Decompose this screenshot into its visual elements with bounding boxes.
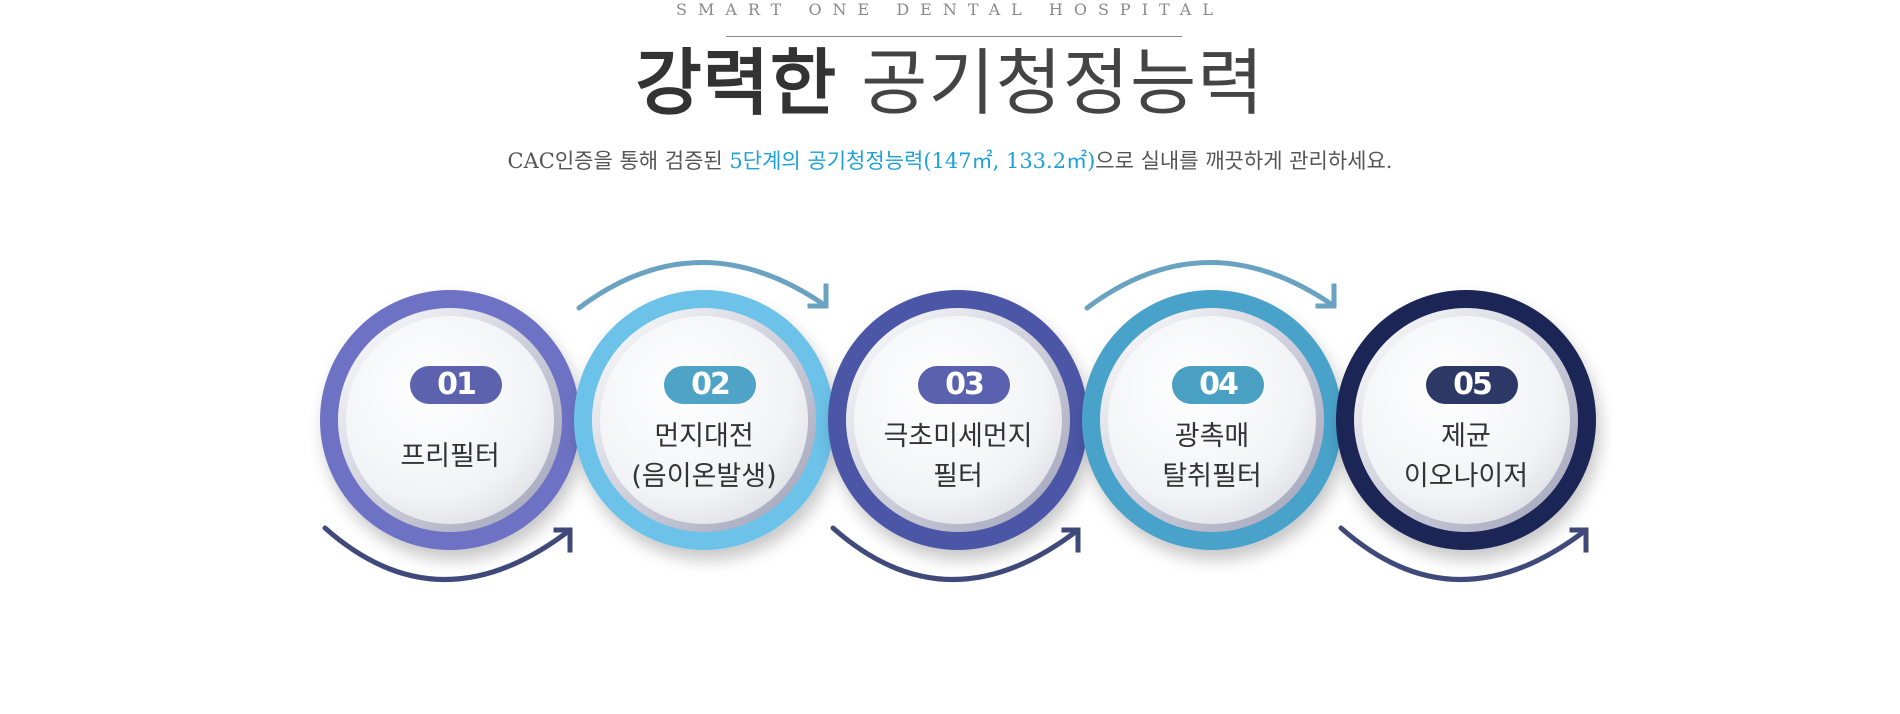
page-title: 강력한 공기청정능력 bbox=[0, 38, 1900, 128]
top-arrow-4 bbox=[1084, 260, 1337, 311]
bottom-arrow-5-head bbox=[1569, 527, 1589, 553]
subtitle-suffix: 으로 실내를 깨끗하게 관리하세요. bbox=[1095, 149, 1393, 173]
step-3-ring bbox=[828, 290, 1088, 550]
bottom-arrow-1-head bbox=[553, 527, 573, 553]
step-4: 04 광촉매 탈취필터 bbox=[1082, 290, 1342, 550]
top-arrow-2 bbox=[576, 260, 829, 311]
step-1-badge: 01 bbox=[410, 366, 502, 404]
step-1-ring bbox=[320, 290, 580, 550]
bottom-arrow-5 bbox=[1338, 525, 1589, 582]
step-5: 05 제균 이오나이저 bbox=[1336, 290, 1596, 550]
step-4-label: 광촉매 탈취필터 bbox=[1162, 421, 1262, 492]
step-2-ring bbox=[574, 290, 834, 550]
bottom-arrow-1 bbox=[322, 525, 573, 582]
top-arrow-2-head bbox=[807, 283, 829, 309]
step-3-badge: 03 bbox=[918, 366, 1010, 404]
title-light: 공기청정능력 bbox=[861, 41, 1265, 125]
step-1-ring-face bbox=[346, 316, 554, 524]
step-5-label: 제균 이오나이저 bbox=[1403, 421, 1529, 492]
subtitle-prefix: CAC인증을 통해 검증된 bbox=[507, 149, 730, 173]
step-3-ring-face bbox=[854, 316, 1062, 524]
step-1: 01 프리필터 bbox=[320, 290, 580, 550]
step-5-ring-face bbox=[1362, 316, 1570, 524]
eyebrow-divider bbox=[726, 36, 1182, 37]
bottom-arrow-3 bbox=[830, 525, 1081, 582]
title-bold: 강력한 bbox=[635, 41, 838, 125]
step-4-ring-face bbox=[1108, 316, 1316, 524]
subtitle-highlight: 5단계의 공기청정능력(147㎡, 133.2㎡) bbox=[729, 149, 1096, 173]
subtitle: CAC인증을 통해 검증된 5단계의 공기청정능력(147㎡, 133.2㎡)으… bbox=[0, 145, 1900, 177]
step-5-ring bbox=[1336, 290, 1596, 550]
step-2-label: 먼지대전 (음이온발생) bbox=[631, 421, 777, 492]
step-2-ring-face bbox=[600, 316, 808, 524]
step-4-badge: 04 bbox=[1172, 366, 1264, 404]
step-2: 02 먼지대전 (음이온발생) bbox=[574, 290, 834, 550]
step-3: 03 극초미세먼지 필터 bbox=[828, 290, 1088, 550]
bottom-arrow-3-head bbox=[1061, 527, 1081, 553]
step-5-badge: 05 bbox=[1426, 366, 1518, 404]
step-3-label: 극초미세먼지 필터 bbox=[883, 421, 1033, 492]
step-2-badge: 02 bbox=[664, 366, 756, 404]
top-arrow-4-head bbox=[1315, 283, 1337, 309]
step-1-label: 프리필터 bbox=[400, 441, 500, 472]
step-4-ring bbox=[1082, 290, 1342, 550]
brand-eyebrow: SMART ONE DENTAL HOSPITAL bbox=[676, 0, 1224, 19]
